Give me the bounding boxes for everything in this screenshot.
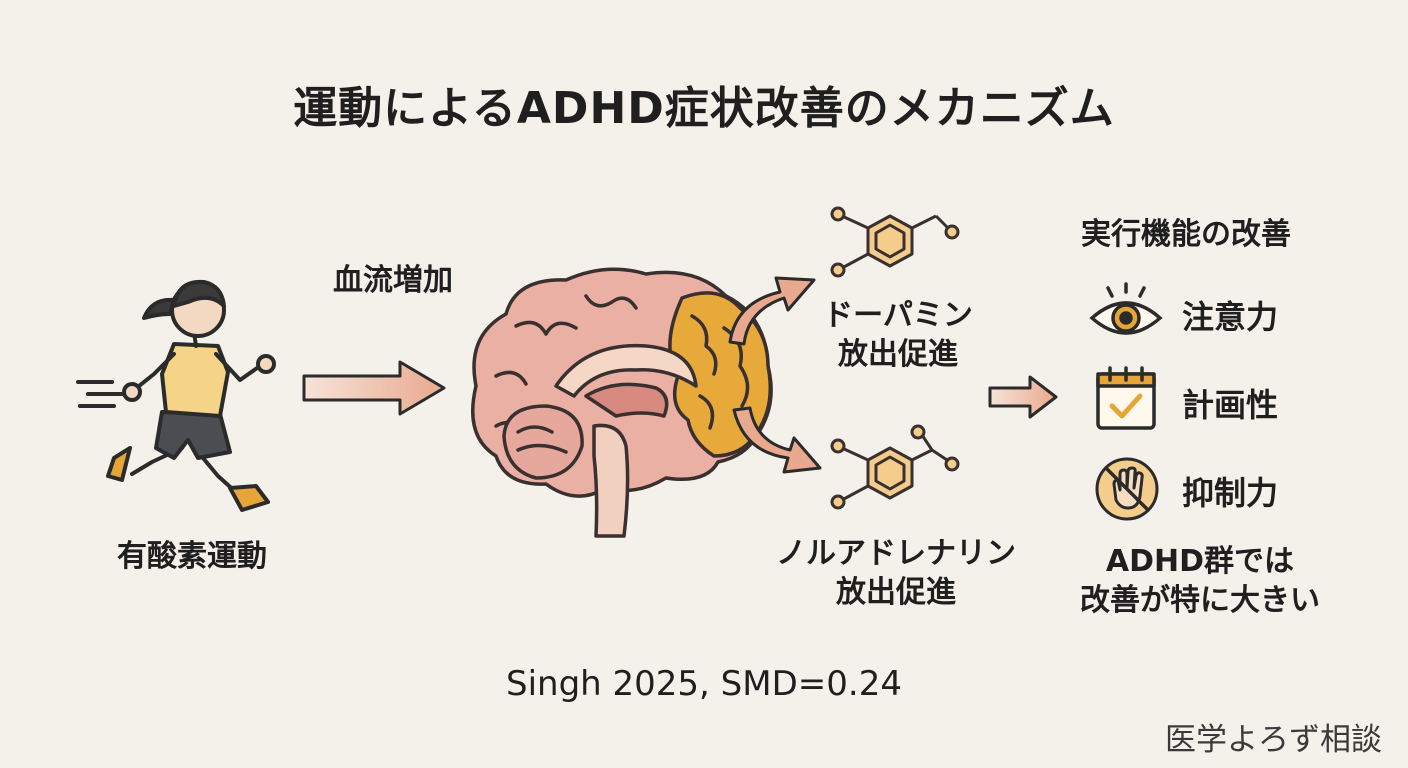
watermark: 医学よろず相談 [1165,722,1382,758]
arrow-right-icon [988,375,1058,419]
adhd-note-line2: 改善が特に大きい [1080,583,1320,618]
page-title: 運動によるADHD症状改善のメカニズム [293,83,1115,134]
noradrenaline-molecule-icon [830,424,960,510]
citation: Singh 2025, SMD=0.24 [506,664,902,704]
dopamine-label: ドーパミン 放出促進 [788,296,1008,374]
arrow-right-icon [302,360,446,416]
arrow-down-right-icon [732,406,822,474]
calendar-check-icon [1096,366,1156,430]
eye-icon [1089,282,1163,335]
dopamine-label-line2: 放出促進 [838,337,958,372]
blood-flow-label: 血流増加 [333,263,453,298]
noradrenaline-label: ノルアドレナリン 放出促進 [740,534,1052,612]
arrow-up-right-icon [728,276,816,346]
stop-hand-icon [1095,457,1159,521]
planning-label: 計画性 [1182,386,1279,424]
adhd-note-line1: ADHD群では [1105,544,1295,579]
running-girl-icon [76,279,276,512]
dopamine-molecule-icon [830,206,960,278]
exercise-label: 有酸素運動 [117,539,267,574]
inhibition-label: 抑制力 [1182,474,1279,512]
dopamine-label-line1: ドーパミン [823,298,973,333]
executive-heading: 実行機能の改善 [1081,217,1291,252]
adhd-note: ADHD群では 改善が特に大きい [1040,542,1360,620]
attention-label: 注意力 [1182,298,1279,336]
noradrenaline-label-line1: ノルアドレナリン [776,536,1016,571]
noradrenaline-label-line2: 放出促進 [836,575,956,610]
